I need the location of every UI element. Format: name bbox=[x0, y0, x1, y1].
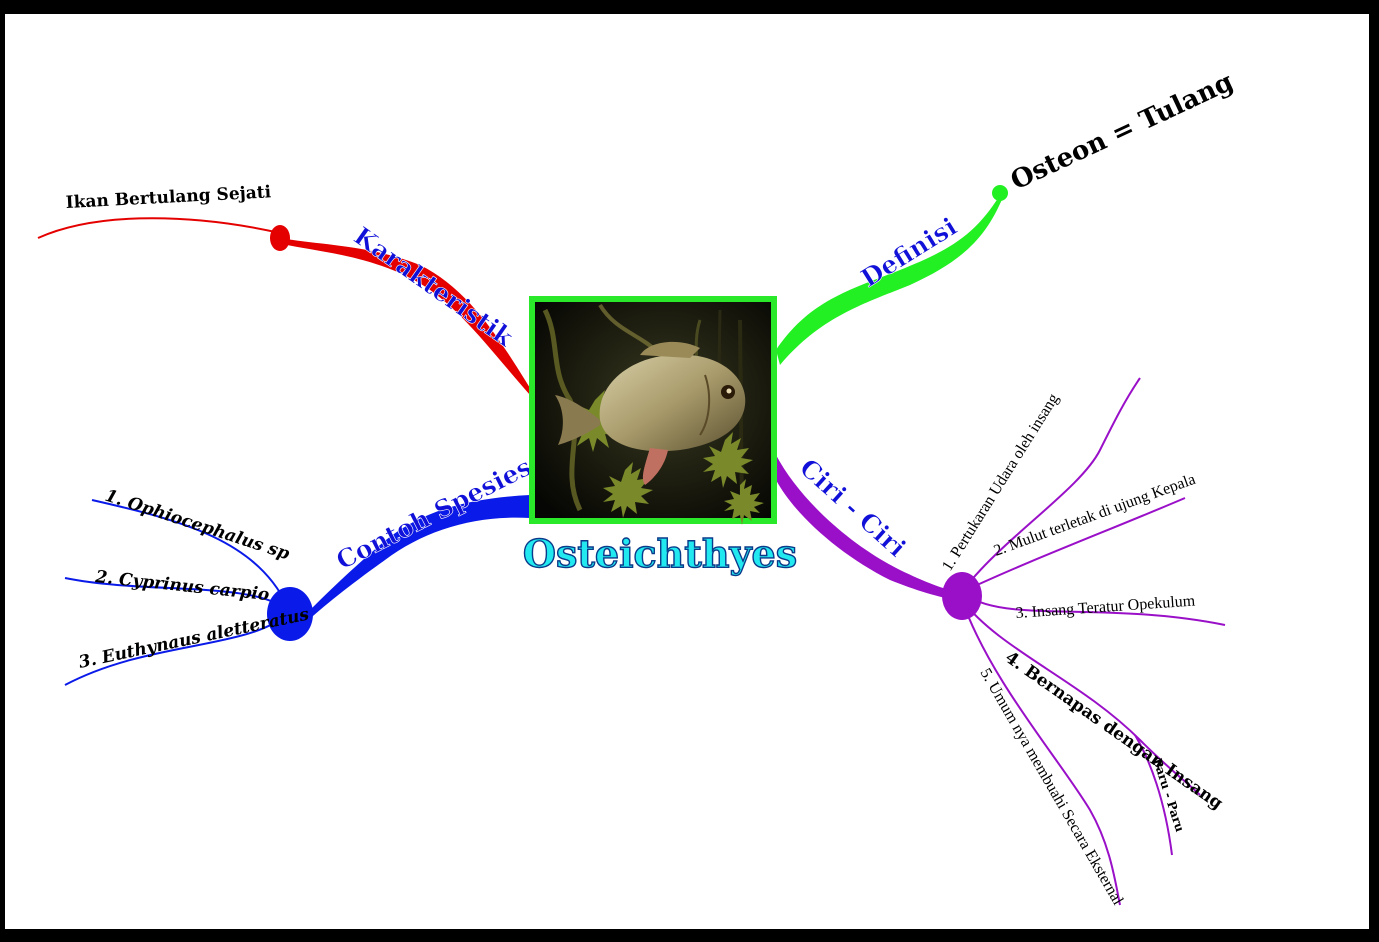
ciri-line-4 bbox=[961, 599, 1201, 796]
karakteristik-leaf-line bbox=[37, 217, 281, 239]
ciri-line-5 bbox=[961, 599, 1121, 906]
contoh-line-1 bbox=[91, 499, 291, 613]
definisi-connector bbox=[776, 195, 1003, 365]
karakteristik-connector bbox=[280, 238, 530, 395]
ciri-line-2 bbox=[961, 497, 1186, 593]
contoh-connector bbox=[300, 495, 530, 624]
fish-photo bbox=[535, 302, 771, 525]
central-title: Osteichthyes bbox=[523, 531, 797, 576]
contoh-node bbox=[267, 587, 313, 641]
ciri-sub-line bbox=[1134, 734, 1173, 856]
ciri-line-1 bbox=[961, 377, 1141, 593]
central-node: Osteichthyes bbox=[522, 296, 798, 577]
karakteristik-node bbox=[270, 225, 290, 251]
ciri-node bbox=[942, 572, 982, 620]
definisi-node bbox=[992, 185, 1008, 201]
